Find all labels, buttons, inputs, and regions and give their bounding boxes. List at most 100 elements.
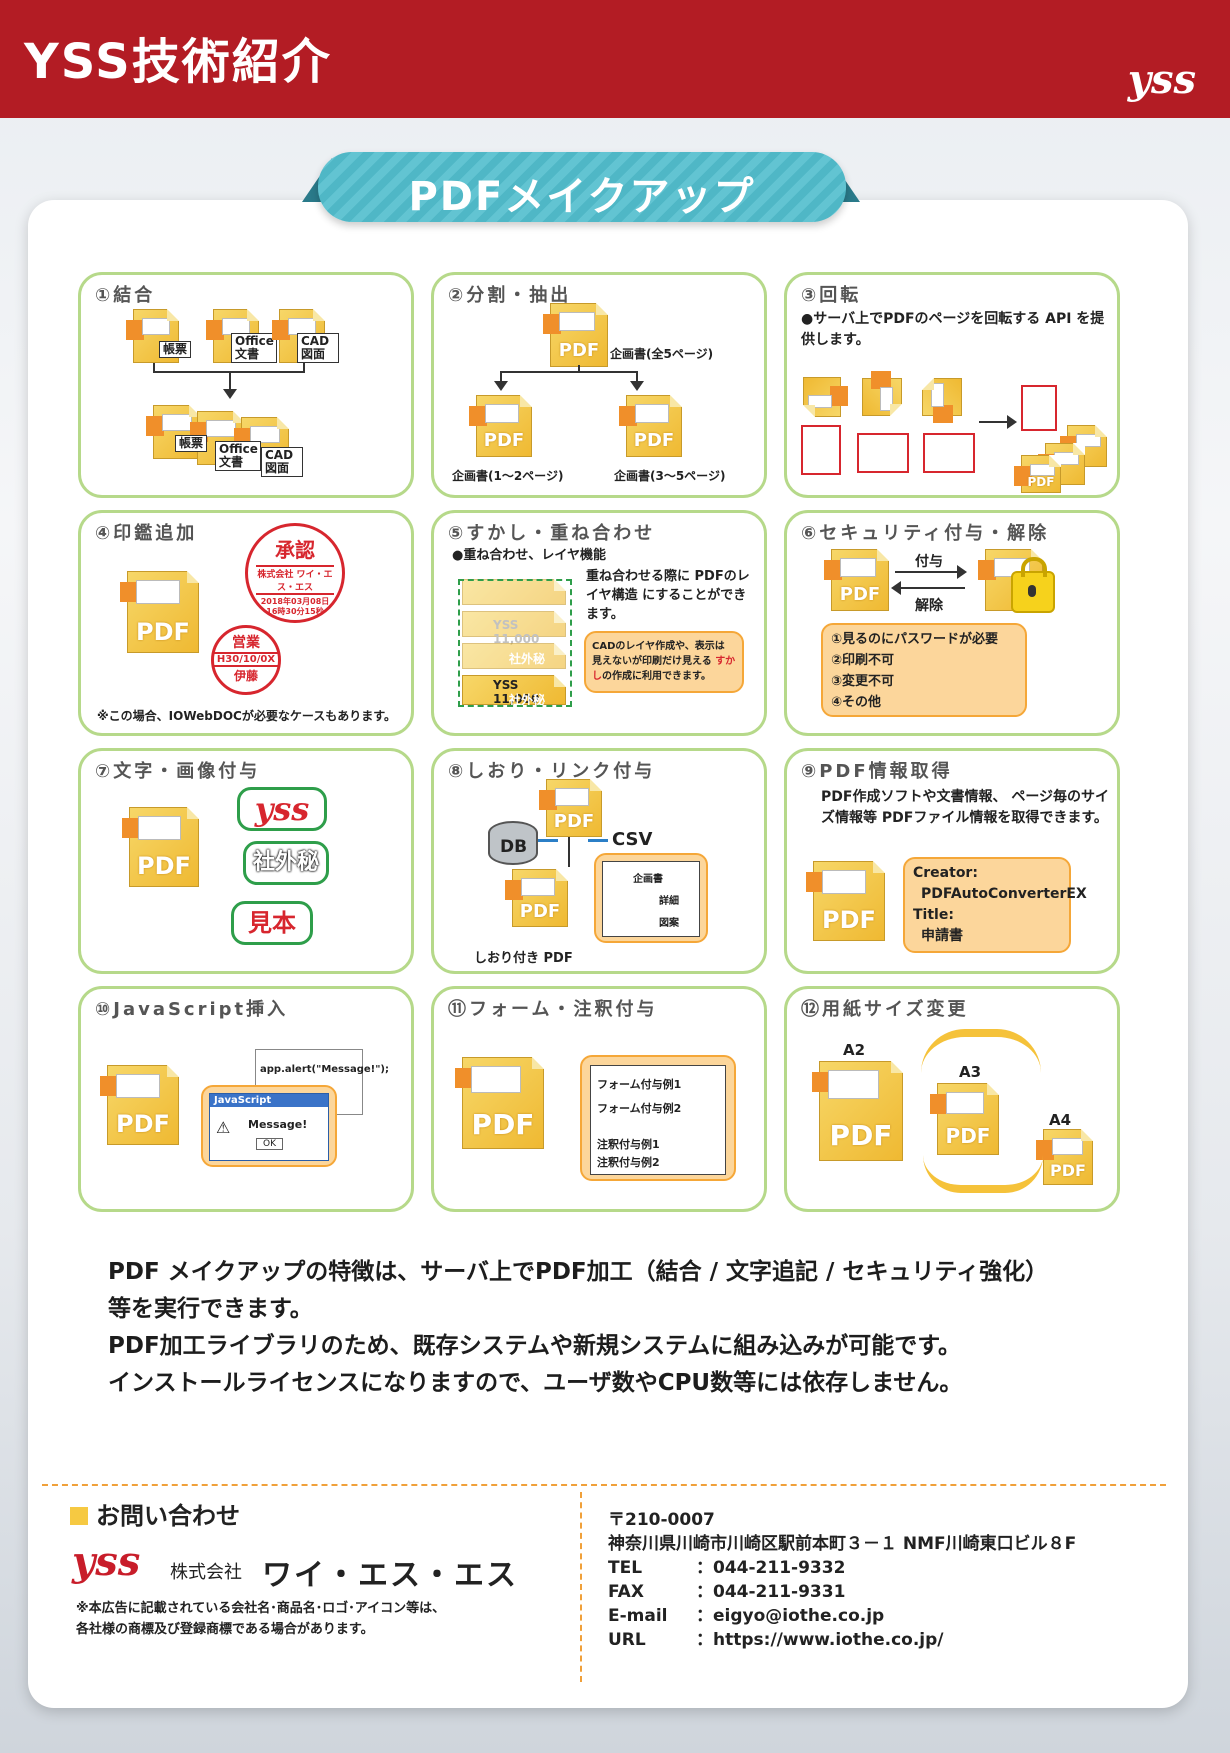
doc-tag: Office 文書 (215, 441, 261, 471)
pdf-doc-icon: PDF (619, 395, 682, 457)
watermark-bubble: CADのレイヤ作成や、表示は 見えないが印刷だけ見える すかしの作成に利用できま… (584, 631, 744, 693)
connector-line (153, 363, 155, 373)
pdf-doc-icon: PDF (455, 1057, 544, 1149)
curved-arrow (923, 1155, 1043, 1193)
sales-stamp: 営業 H30/10/0X 伊藤 (211, 625, 281, 695)
security-options-bubble: ①見るのにパスワードが必要 ②印刷不可 ③変更不可 ④その他 (821, 623, 1027, 717)
pdf-doc-icon: PDF (543, 303, 608, 367)
drawing-page-icon (801, 425, 841, 475)
bookmark-caption: しおり付き PDF (474, 951, 573, 966)
drawing-page-icon (923, 433, 975, 473)
footer-divider-vertical (580, 1492, 582, 1682)
doc-tag: CAD 図面 (261, 447, 303, 477)
dialog-bubble: JavaScript ⚠ Message! OK (201, 1085, 337, 1167)
panel-stamp: ④印鑑追加 PDF 承認 株式会社 ワイ・エス・エス 2018年03月08日 1… (78, 510, 414, 736)
panel-paper-size: ⑫用紙サイズ変更 A2 PDF A3 PDF A4 PDF (784, 986, 1120, 1212)
lock-icon (1011, 557, 1055, 613)
csv-label: CSV (612, 829, 653, 850)
pdf-doc-icon: PDF (469, 395, 532, 457)
panel-title: ⑦文字・画像付与 (95, 761, 261, 782)
form-bubble: フォーム付与例1 フォーム付与例2 注釈付与例1 注釈付与例2 (580, 1055, 736, 1181)
panel-description: ●サーバ上でPDFのページを回転する API を提供します。 (801, 311, 1105, 348)
layer-sheet: YSS 11,000 (462, 611, 566, 646)
panel-bookmark: ⑧しおり・リンク付与 PDF DB CSV PDF しおり付き PDF 企画書 … (431, 748, 767, 974)
info-bubble: Creator: PDFAutoConverterEX Title: 申請書 (903, 857, 1087, 953)
release-label: 解除 (915, 598, 943, 614)
panel-info: ⑨PDF情報取得 PDF作成ソフトや文書情報、 ページ毎のサイズ情報等 PDFフ… (784, 748, 1120, 974)
arrow-head (494, 381, 508, 391)
sample-label: 見本 (231, 901, 313, 945)
layer-sheet: 社外秘 (462, 643, 566, 669)
left-arrow (901, 587, 965, 589)
company-name: ワイ・エス・エス (262, 1558, 518, 1593)
panel-note: ※この場合、IOWebDOCが必要なケースもあります。 (97, 709, 397, 723)
pdf-doc-icon: PDF (505, 869, 568, 927)
drawing-page-icon (1021, 385, 1057, 431)
pdf-rotated-icon (922, 378, 962, 423)
right-arrow (895, 571, 959, 573)
warning-icon: ⚠ (216, 1118, 231, 1137)
connector-line (500, 371, 502, 383)
pdf-doc-icon: PDF (122, 807, 199, 887)
doc-tag: 帳票 (159, 341, 192, 358)
panel-subtitle: ●重ね合わせ、レイヤ機能 (452, 548, 606, 563)
approval-stamp: 承認 株式会社 ワイ・エス・エス 2018年03月08日 16時30分15秒 (245, 523, 345, 623)
dialog-ok-button[interactable]: OK (256, 1138, 283, 1150)
panel-title: ②分割・抽出 (448, 285, 572, 306)
trademark-note: ※本広告に記載されている会社名･商品名･ロゴ･アイコン等は、 各社様の商標及び登… (76, 1601, 446, 1637)
size-a2-label: A2 (843, 1041, 866, 1059)
header-bar: YSS技術紹介 yss (0, 0, 1230, 118)
panel-split: ②分割・抽出 PDF 企画書(全5ページ) PDF PDF 企画書(1～2ページ… (431, 272, 767, 498)
arrow-head (223, 389, 237, 399)
yss-logo: yss (1127, 56, 1196, 103)
confidential-label: 社外秘 (243, 841, 329, 885)
grant-label: 付与 (915, 554, 943, 570)
connector-line (578, 365, 580, 373)
footer-divider (42, 1484, 1166, 1486)
yss-logo-label: yss (237, 787, 327, 831)
source-doc-label: 企画書(全5ページ) (610, 347, 714, 361)
curved-arrow (921, 1029, 1041, 1073)
drawing-page-icon (857, 433, 909, 473)
panel-title: ⑧しおり・リンク付与 (448, 761, 656, 782)
doc-tag: CAD 図面 (297, 333, 339, 363)
right-arrow (979, 421, 1009, 423)
connector-line (500, 371, 638, 373)
pdf-a3-icon: PDF (930, 1083, 999, 1155)
connector-line (636, 371, 638, 383)
panel-title: ⑪フォーム・注釈付与 (448, 999, 658, 1020)
panel-title: ⑩JavaScript挿入 (95, 999, 289, 1020)
panel-javascript: ⑩JavaScript挿入 PDF app.alert("Message!");… (78, 986, 414, 1212)
link-arrow (538, 839, 558, 842)
pdf-doc-icon: PDF (1014, 455, 1061, 493)
pdf-a4-icon: PDF (1036, 1129, 1093, 1185)
panel-rotate: ③回転 ●サーバ上でPDFのページを回転する API を提供します。 PDF (784, 272, 1120, 498)
arrow-head (630, 381, 644, 391)
panel-title: ①結合 (95, 285, 156, 306)
panel-title: ④印鑑追加 (95, 523, 198, 544)
contact-address: 〒210-0007 神奈川県川崎市川崎区駅前本町３－１ NMF川崎東口ビル８F … (608, 1510, 1077, 1650)
section-banner: PDFメイクアップ (318, 152, 846, 222)
layer-stack-frame (458, 579, 572, 707)
website-link[interactable]: ：https://www.iothe.co.jp/ (696, 1630, 944, 1650)
pdf-doc-icon: PDF (100, 1065, 179, 1145)
down-arrow (568, 837, 570, 867)
bookmark-tree-bubble: 企画書 詳細 図案 (594, 853, 708, 943)
panel-description: PDF作成ソフトや文書情報、 ページ毎のサイズ情報等 PDFファイル情報を取得で… (821, 789, 1110, 826)
database-icon: DB (488, 821, 538, 865)
connector-line (303, 363, 305, 373)
pdf-rotated-icon (862, 371, 902, 416)
doc-tag: Office 文書 (231, 333, 277, 363)
pdf-rotated-icon (803, 377, 848, 417)
panel-title: ⑫用紙サイズ変更 (801, 999, 969, 1020)
pdf-doc-icon: PDF (824, 549, 889, 611)
panel-title: ⑨PDF情報取得 (801, 761, 953, 782)
panel-title: ⑥セキュリティ付与・解除 (801, 523, 1050, 544)
panel-text-image: ⑦文字・画像付与 PDF yss 社外秘 見本 (78, 748, 414, 974)
email-link[interactable]: ：eigyo@iothe.co.jp (696, 1606, 885, 1626)
pdf-doc-icon: PDF (539, 779, 602, 837)
banner-title: PDFメイクアップ (408, 174, 756, 220)
down-arrow (229, 371, 231, 391)
contact-heading: お問い合わせ (70, 1496, 240, 1531)
